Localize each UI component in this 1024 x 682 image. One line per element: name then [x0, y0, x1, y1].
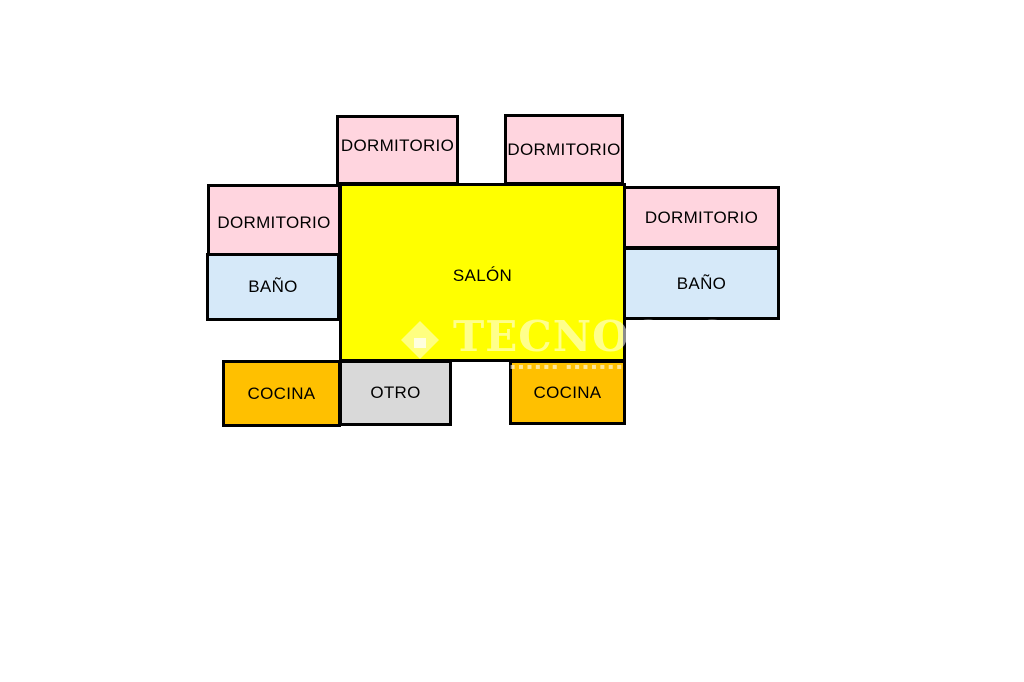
- room-label: DORMITORIO: [507, 139, 621, 159]
- room-label: COCINA: [247, 383, 316, 403]
- room-salon: SALÓN: [339, 183, 626, 362]
- room-label: DORMITORIO: [217, 213, 331, 232]
- room-label: COCINA: [533, 382, 602, 402]
- room-dormitorio-right: DORMITORIO: [623, 186, 780, 249]
- room-dormitorio-top-right: DORMITORIO: [504, 114, 624, 185]
- room-cocina-right: COCINA: [509, 360, 626, 425]
- room-label: SALÓN: [452, 266, 513, 285]
- room-label: BAÑO: [676, 273, 727, 293]
- room-label: BAÑO: [248, 277, 298, 296]
- room-dormitorio-left: DORMITORIO: [207, 184, 341, 256]
- room-dormitorio-top-left: DORMITORIO: [336, 115, 459, 185]
- room-bano-right: BAÑO: [623, 247, 780, 320]
- room-otro: OTRO: [339, 360, 452, 426]
- room-bano-left: BAÑO: [206, 253, 340, 321]
- room-label: DORMITORIO: [644, 207, 759, 227]
- room-cocina-left: COCINA: [222, 360, 341, 427]
- room-label: DORMITORIO: [340, 136, 455, 155]
- room-label: OTRO: [370, 383, 421, 402]
